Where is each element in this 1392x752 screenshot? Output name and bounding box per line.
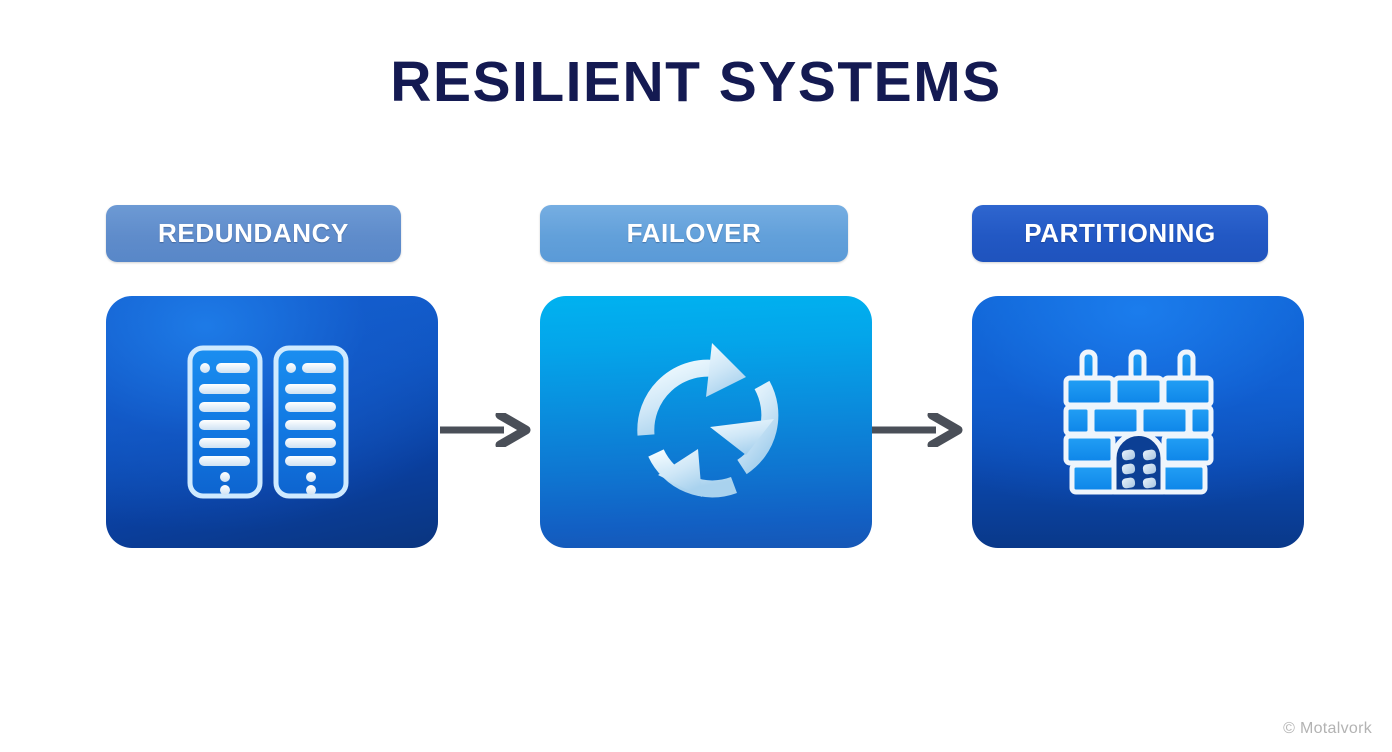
watermark: © Motalvork xyxy=(1283,720,1372,737)
brick-wall-gate-icon xyxy=(972,296,1304,548)
step-label-partitioning: PARTITIONING xyxy=(972,205,1268,262)
step-partitioning: PARTITIONING xyxy=(972,205,1304,548)
step-label-failover: FAILOVER xyxy=(540,205,848,262)
process-flow-diagram: REDUNDANCY xyxy=(0,205,1392,550)
step-card-partitioning xyxy=(972,296,1304,548)
step-card-failover xyxy=(540,296,872,548)
servers-icon xyxy=(106,296,438,548)
step-label-redundancy: REDUNDANCY xyxy=(106,205,401,262)
step-label-partitioning-text: PARTITIONING xyxy=(1024,218,1216,248)
arrow-failover-to-partitioning xyxy=(870,410,966,450)
refresh-cycle-icon xyxy=(540,296,872,548)
step-redundancy: REDUNDANCY xyxy=(106,205,438,548)
arrow-redundancy-to-failover xyxy=(438,410,534,450)
step-failover: FAILOVER xyxy=(540,205,872,548)
step-label-failover-text: FAILOVER xyxy=(626,218,762,248)
step-label-redundancy-text: REDUNDANCY xyxy=(158,218,349,248)
step-card-redundancy xyxy=(106,296,438,548)
page-title: RESILIENT SYSTEMS xyxy=(390,50,1002,114)
